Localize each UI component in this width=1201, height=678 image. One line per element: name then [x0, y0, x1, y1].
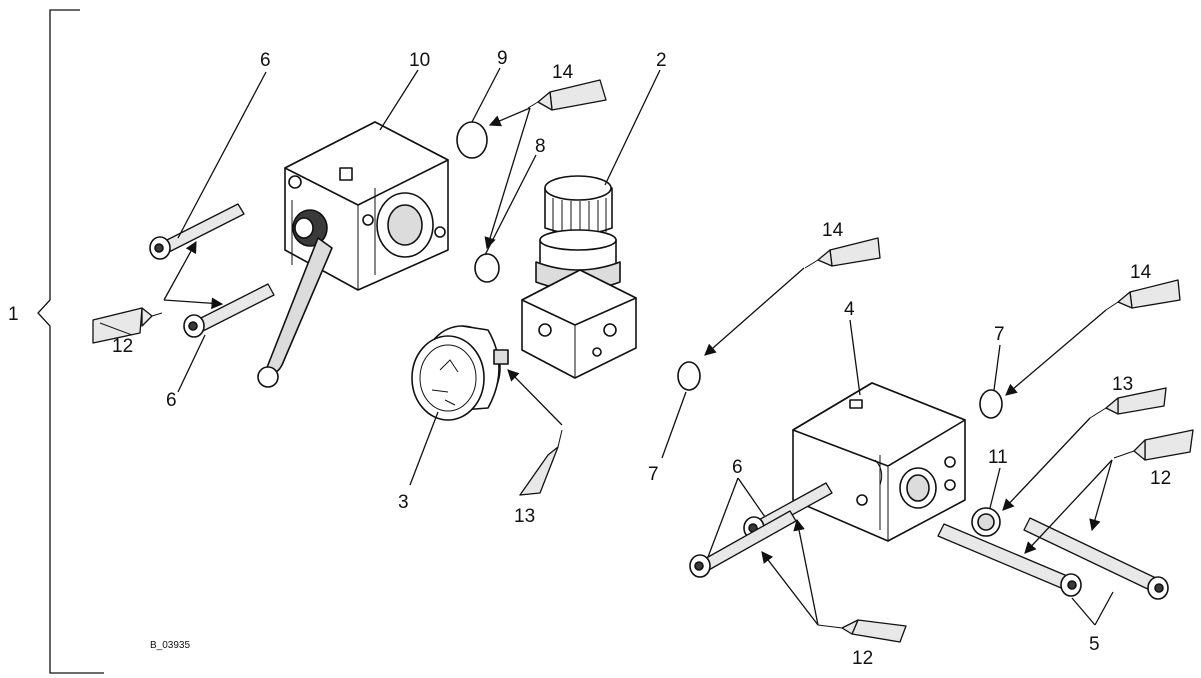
- o-ring-8: [474, 253, 500, 283]
- plug: [971, 507, 1001, 537]
- screw-5-a: [937, 523, 1082, 597]
- callout-1: 1: [8, 304, 19, 325]
- callout-12-left: 12: [112, 336, 133, 357]
- figure-id: B_03935: [150, 640, 190, 651]
- sealant-tube-14-top: [527, 79, 607, 111]
- callout-10: 10: [409, 50, 430, 71]
- callout-6-top-left: 6: [260, 50, 271, 71]
- screw-5-b: [1023, 517, 1169, 600]
- sealant-tube-13-right: [1089, 387, 1167, 419]
- pressure-gauge: [411, 325, 509, 421]
- regulator: [521, 175, 637, 379]
- sealant-tube-14-middle: [804, 237, 881, 269]
- o-ring-7-right: [979, 389, 1003, 419]
- callout-7-right: 7: [994, 324, 1005, 345]
- adhesive-tube-12-bottom: [817, 619, 907, 643]
- screw-6-right-b: [689, 510, 797, 578]
- leader-lines: [163, 67, 1114, 626]
- callout-11: 11: [988, 447, 1008, 468]
- o-ring-9: [456, 121, 488, 159]
- callout-14-middle: 14: [822, 220, 844, 241]
- callout-4: 4: [844, 299, 855, 320]
- callout-7-left: 7: [648, 464, 659, 485]
- callout-14-right: 14: [1130, 262, 1152, 283]
- adhesive-tube-12-left: [92, 307, 163, 344]
- callout-5: 5: [1089, 634, 1100, 655]
- callout-2: 2: [656, 50, 667, 71]
- callout-9: 9: [497, 48, 508, 69]
- callout-8: 8: [535, 136, 546, 157]
- callout-13-gauge: 13: [514, 506, 535, 527]
- assembly-bracket: [37, 9, 104, 674]
- sealant-tube-14-right: [1105, 279, 1181, 311]
- callout-12-right: 12: [1150, 468, 1171, 489]
- manifold-block: [792, 382, 966, 542]
- ball-valve-block: [257, 121, 449, 388]
- screw-6-bottom-left: [183, 283, 275, 338]
- callout-6-bottom-left: 6: [166, 390, 177, 411]
- callout-13-right: 13: [1112, 374, 1133, 395]
- adhesive-tube-12-right: [1113, 429, 1194, 461]
- o-ring-7-left: [677, 361, 701, 391]
- callout-12-bottom: 12: [852, 648, 873, 669]
- callout-14-top: 14: [552, 62, 574, 83]
- screw-6-top-left: [149, 203, 245, 260]
- sealant-tube-13-gauge: [519, 429, 563, 496]
- callout-3: 3: [398, 492, 409, 513]
- callout-6-right: 6: [732, 457, 743, 478]
